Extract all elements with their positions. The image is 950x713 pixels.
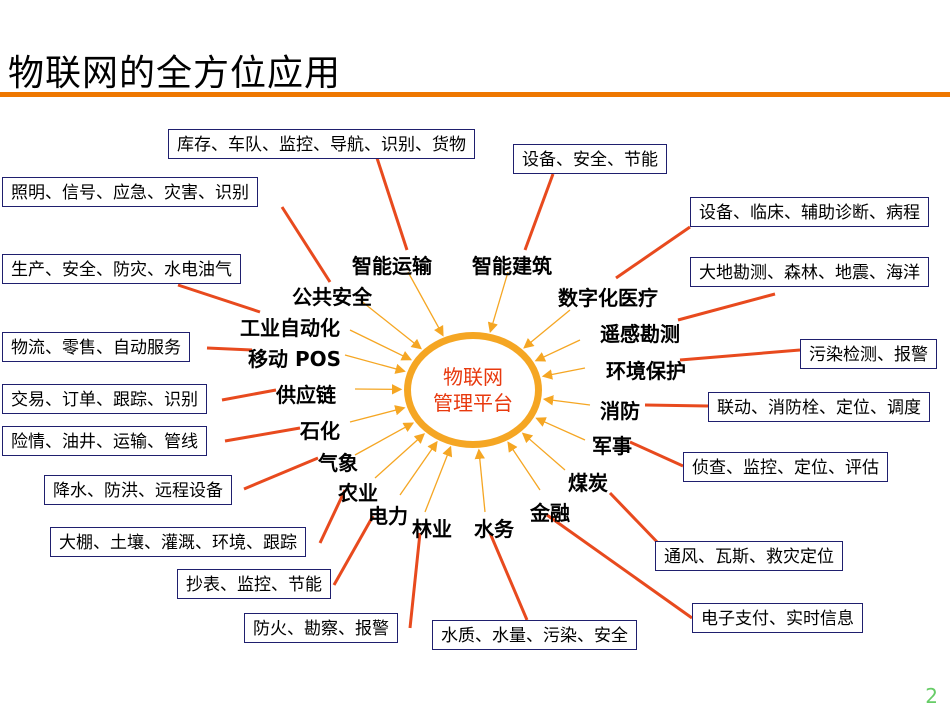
page-number: 2 <box>925 684 938 708</box>
hub-arrow <box>344 354 406 374</box>
detail-connector <box>679 348 801 362</box>
hub-arrow <box>521 432 566 471</box>
application-label: 遥感勘测 <box>600 322 680 346</box>
detail-connector <box>332 515 375 586</box>
hub-arrow <box>535 417 586 441</box>
application-detail-box: 通风、瓦斯、救灾定位 <box>655 541 843 571</box>
application-label: 供应链 <box>276 383 336 407</box>
hub-line1: 物联网 <box>443 365 503 389</box>
application-label: 智能建筑 <box>472 254 552 278</box>
application-detail-box: 大地勘测、森林、地震、海洋 <box>690 257 929 287</box>
detail-connector <box>177 283 261 314</box>
application-detail-box: 生产、安全、防灾、水电油气 <box>2 254 241 284</box>
application-detail-box: 险情、油井、运输、管线 <box>2 426 207 456</box>
application-label: 气象 <box>318 451 358 475</box>
application-label: 公共安全 <box>292 285 372 309</box>
application-detail-box: 设备、临床、辅助诊断、病程 <box>690 197 929 227</box>
hub-arrow <box>507 441 541 491</box>
detail-connector <box>615 225 691 280</box>
detail-connector <box>523 173 555 251</box>
application-label: 农业 <box>338 481 378 505</box>
hub-arrow <box>542 395 591 406</box>
application-label: 石化 <box>300 419 340 443</box>
application-label: 煤炭 <box>568 471 608 495</box>
hub-arrow <box>424 445 453 513</box>
hub-arrow <box>399 440 438 496</box>
detail-connector <box>629 440 684 468</box>
application-label: 电力 <box>368 504 408 528</box>
application-label: 水务 <box>474 517 514 541</box>
detail-connector <box>243 456 319 491</box>
application-label: 移动 POS <box>248 347 342 371</box>
detail-connector <box>644 403 709 408</box>
detail-connector <box>546 513 693 620</box>
application-detail-box: 照明、信号、应急、灾害、识别 <box>2 177 258 207</box>
hub-arrow <box>407 271 444 337</box>
detail-connector <box>280 206 332 283</box>
application-label: 军事 <box>592 434 632 458</box>
detail-connector <box>221 388 277 402</box>
application-detail-box: 设备、安全、节能 <box>513 144 667 174</box>
detail-connector <box>206 346 253 352</box>
application-detail-box: 大棚、土壤、灌溉、环境、跟踪 <box>50 527 306 557</box>
hub-arrow <box>359 299 422 350</box>
detail-connector <box>408 532 422 629</box>
application-label: 智能运输 <box>352 254 432 278</box>
hub-arrow <box>354 422 415 456</box>
detail-connector <box>375 157 409 251</box>
application-label: 消防 <box>600 399 640 423</box>
application-detail-box: 降水、防洪、远程设备 <box>44 475 232 505</box>
detail-connector <box>488 532 529 621</box>
detail-connector <box>318 489 347 544</box>
hub-arrow <box>349 405 406 423</box>
detail-connector <box>677 292 776 322</box>
hub-arrow <box>534 339 581 362</box>
application-detail-box: 电子支付、实时信息 <box>692 603 863 633</box>
application-detail-box: 侦查、监控、定位、评估 <box>683 452 888 482</box>
application-label: 数字化医疗 <box>558 286 658 310</box>
application-detail-box: 交易、订单、跟踪、识别 <box>2 384 207 414</box>
hub-arrow <box>349 329 413 361</box>
hub-arrow <box>474 448 486 513</box>
page-title: 物联网的全方位应用 <box>8 53 342 94</box>
title-underline <box>0 92 950 97</box>
application-detail-box: 物流、零售、自动服务 <box>2 332 190 362</box>
application-label: 林业 <box>412 517 452 541</box>
detail-connector <box>224 426 301 443</box>
hub-platform: 物联网 管理平台 <box>404 332 542 448</box>
application-label: 金融 <box>530 501 570 525</box>
application-detail-box: 联动、消防栓、定位、调度 <box>708 392 930 422</box>
hub-arrow <box>374 433 425 479</box>
hub-arrow <box>541 367 586 380</box>
application-detail-box: 库存、车队、监控、导航、识别、货物 <box>168 129 475 159</box>
application-detail-box: 防火、勘察、报警 <box>244 613 398 643</box>
detail-connector <box>608 491 662 547</box>
application-detail-box: 污染检测、报警 <box>800 339 937 369</box>
hub-line2: 管理平台 <box>433 391 513 415</box>
application-label: 环境保护 <box>606 359 686 383</box>
application-detail-box: 水质、水量、污染、安全 <box>432 620 637 650</box>
hub-arrow <box>487 271 509 333</box>
application-detail-box: 抄表、监控、节能 <box>177 569 331 599</box>
hub-arrow <box>523 309 571 349</box>
application-label: 工业自动化 <box>240 316 340 340</box>
